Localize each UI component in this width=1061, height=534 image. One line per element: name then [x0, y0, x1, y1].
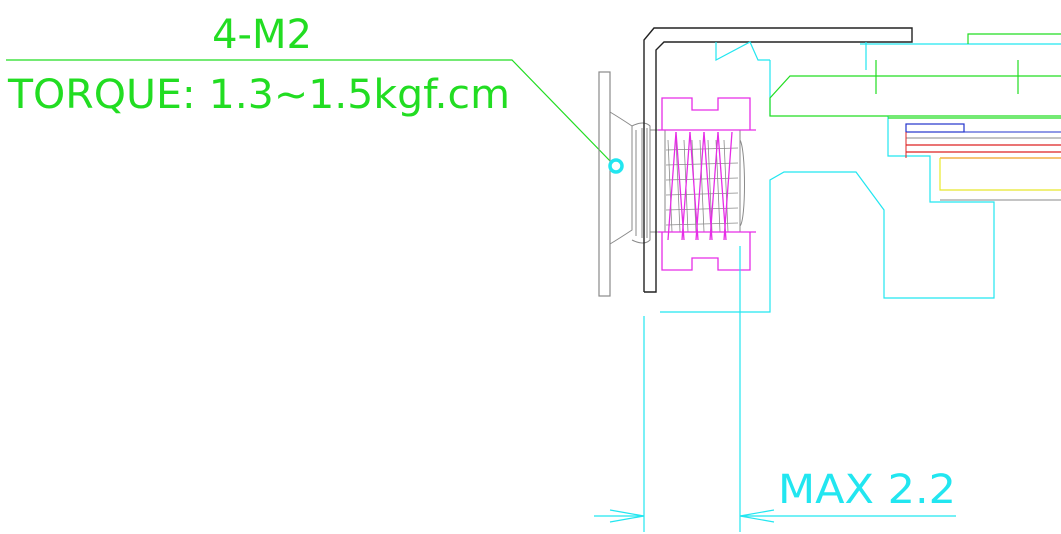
dimension-label: MAX 2.2 — [778, 467, 956, 513]
callout-torque-text: TORQUE: 1.3~1.5kgf.cm — [7, 72, 510, 118]
bracket-outline — [643, 27, 913, 293]
callout-spec-text: 4-M2 — [212, 12, 312, 58]
nut-outline — [658, 97, 756, 271]
dimension-lines — [594, 246, 956, 532]
blue-layer — [905, 123, 965, 133]
top-plates — [769, 33, 1061, 119]
housing-outline — [660, 41, 1061, 313]
screw-body — [609, 111, 745, 245]
screw-plate — [598, 71, 611, 297]
yellow-layer — [939, 158, 1061, 191]
washer-icon — [608, 158, 624, 174]
callout-leader-line — [6, 59, 613, 164]
